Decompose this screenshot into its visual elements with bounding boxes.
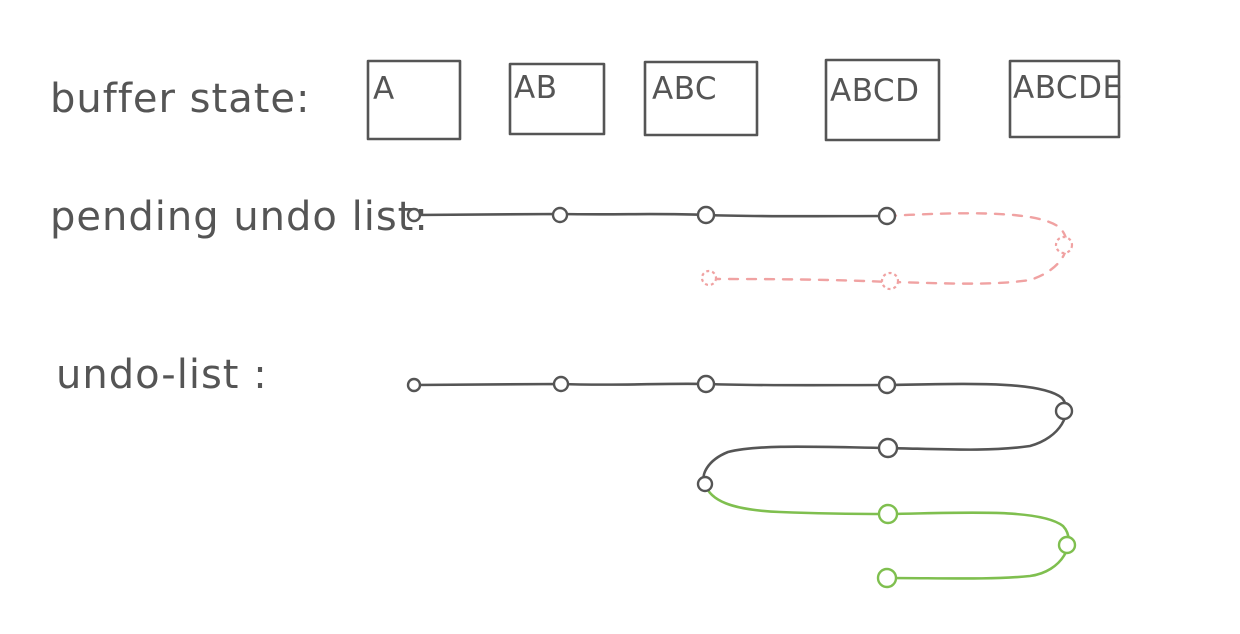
undo-list-new-line: [703, 482, 1070, 580]
pending-list-dashed-line: [706, 212, 1068, 285]
pending-node: [877, 206, 897, 226]
buffer-box-outline: [824, 58, 941, 142]
undo-node: [406, 377, 422, 393]
pending-node: [696, 205, 716, 225]
buffer-state-box-3: ABC: [643, 60, 759, 137]
buffer-state-box-5: ABCDE: [1008, 59, 1123, 139]
undo-list-line: [412, 382, 1068, 486]
buffer-state-box-1: A: [366, 59, 462, 141]
undo-node: [1054, 401, 1074, 421]
pending-list-line: [412, 212, 889, 218]
buffer-state-label: buffer state:: [50, 76, 310, 122]
buffer-box-text: ABCD: [830, 73, 919, 109]
buffer-box-text: AB: [514, 70, 557, 106]
pending-node: [406, 207, 422, 223]
buffer-state-box-4: ABCD: [824, 58, 941, 142]
undo-new-node: [876, 567, 898, 589]
undo-node: [552, 375, 570, 393]
buffer-box-outline: [1008, 59, 1121, 139]
buffer-box-text: ABCDE: [1013, 70, 1123, 106]
undo-new-node: [1057, 535, 1077, 555]
undo-new-node: [877, 503, 899, 525]
buffer-box-outline: [508, 62, 606, 136]
buffer-box-outline: [643, 60, 759, 137]
buffer-state-box-2: AB: [508, 62, 606, 136]
undo-node: [696, 374, 716, 394]
pending-node: [551, 206, 569, 224]
undo-node: [696, 475, 714, 493]
undo-node: [877, 437, 899, 459]
pending-undo-list-label: pending undo list:: [50, 194, 429, 240]
buffer-box-outline: [366, 59, 462, 141]
pending-dashed-node: [1054, 235, 1074, 255]
buffer-box-text: ABC: [652, 71, 717, 107]
pending-dashed-node: [880, 271, 900, 291]
undo-list-label: undo-list :: [56, 352, 268, 398]
buffer-box-text: A: [373, 71, 395, 107]
undo-node: [877, 375, 897, 395]
pending-dashed-node: [700, 269, 718, 287]
